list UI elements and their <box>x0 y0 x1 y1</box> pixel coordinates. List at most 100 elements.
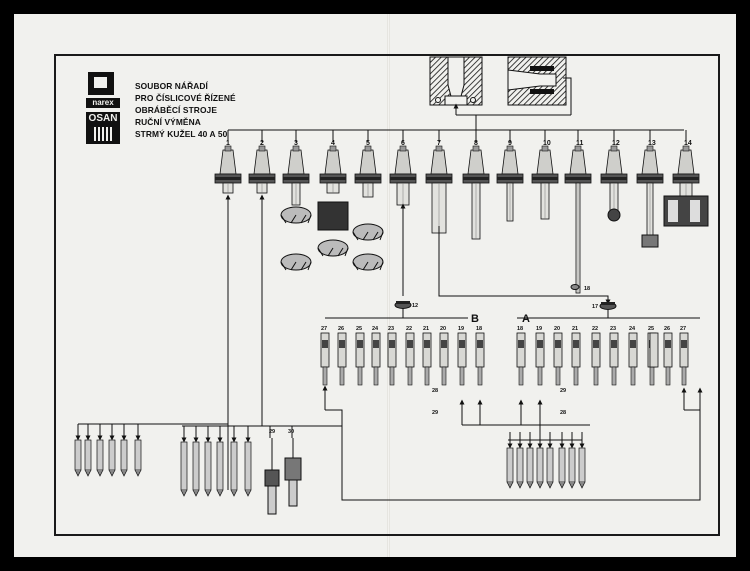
narex-wordmark: narex <box>86 98 120 108</box>
sleeve-number: 27 <box>321 326 327 332</box>
small-collet <box>570 284 580 290</box>
sleeve-number: 25 <box>356 326 362 332</box>
tool-sleeve <box>649 332 659 368</box>
sleeve-number: 26 <box>664 326 670 332</box>
drill-bit <box>74 424 82 477</box>
tool-holder <box>389 145 417 206</box>
holder-number: 11 <box>576 140 584 147</box>
tool-holder <box>354 145 382 198</box>
tool-sleeve <box>591 332 601 386</box>
milling-cutter <box>280 206 312 224</box>
label-drill-30: 30 <box>288 429 294 435</box>
sleeve-number: 25 <box>648 326 654 332</box>
end-mill <box>230 426 238 497</box>
tool-holder <box>496 145 524 222</box>
tool-sleeve <box>535 332 545 386</box>
tool-sleeve <box>320 332 330 386</box>
reamer <box>506 432 514 489</box>
sleeve-number: 18 <box>476 326 482 332</box>
reamer <box>536 432 544 489</box>
sleeve-number: 23 <box>388 326 394 332</box>
tool-holder <box>425 145 453 234</box>
reamer <box>526 432 534 489</box>
sleeve-number: 20 <box>554 326 560 332</box>
drill-bit <box>108 424 116 477</box>
tap-holder <box>284 438 302 507</box>
osan-emblem: OSAN <box>86 112 120 144</box>
sleeve-number: 21 <box>423 326 429 332</box>
tool-holder <box>282 145 310 206</box>
tool-sleeve <box>571 332 581 386</box>
label-a-28: 28 <box>560 410 566 416</box>
label-small-18: 18 <box>584 286 590 292</box>
drill-bit <box>134 424 142 477</box>
sleeve-number: 22 <box>592 326 598 332</box>
tool-holder <box>531 145 559 220</box>
tool-sleeve <box>405 332 415 386</box>
tool-sleeve <box>422 332 432 386</box>
label-a-29: 29 <box>560 388 566 394</box>
end-mill <box>204 426 212 497</box>
sleeve-number: 18 <box>517 326 523 332</box>
label-b-28: 28 <box>432 388 438 394</box>
title-line: OBRÁBĚCÍ STROJE <box>135 105 218 115</box>
reamer <box>558 432 566 489</box>
paper-fold <box>387 14 390 557</box>
holder-number: 7 <box>437 140 441 147</box>
tool-sleeve <box>457 332 467 386</box>
holder-number: 4 <box>331 140 335 147</box>
holder-number: 6 <box>401 140 405 147</box>
holder-number: 8 <box>474 140 478 147</box>
tool-holder <box>214 145 242 194</box>
holder-number: 12 <box>612 140 620 147</box>
sleeve-number: 24 <box>372 326 379 332</box>
tool-sleeve <box>516 332 526 386</box>
holder-number: 2 <box>260 140 264 147</box>
end-mill <box>180 426 188 497</box>
tool-holder <box>462 145 490 240</box>
tool-sleeve <box>628 332 638 386</box>
holder-number: 3 <box>294 140 298 147</box>
sleeve-number: 21 <box>572 326 578 332</box>
holder-number: 5 <box>366 140 370 147</box>
tool-sleeve <box>609 332 619 386</box>
spindle-section-vertical <box>429 56 483 106</box>
logo-block: narex OSAN <box>86 72 124 146</box>
osan-wordmark: OSAN <box>88 113 118 124</box>
adapter-b <box>394 301 412 309</box>
tool-holder <box>248 145 276 194</box>
sleeve-number: 26 <box>338 326 344 332</box>
tool-holder <box>600 145 628 222</box>
sleeve-number: 20 <box>440 326 446 332</box>
cutter-groups <box>74 201 586 515</box>
sleeve-number: 27 <box>680 326 686 332</box>
diagram-title: SOUBOR NÁŘADÍ PRO ČÍSLICOVÉ ŘÍZENÉ OBRÁB… <box>135 80 236 140</box>
narex-emblem <box>88 72 114 95</box>
tool-sleeve <box>663 332 673 386</box>
label-drill-29: 29 <box>269 429 275 435</box>
drill-bit <box>84 424 92 477</box>
holder-number: 10 <box>543 140 551 147</box>
tool-sleeve <box>371 332 381 386</box>
reamer <box>568 432 576 489</box>
group-a-label: A <box>522 313 530 325</box>
drill-bit <box>120 424 128 477</box>
end-mill <box>244 426 252 497</box>
tool-holder <box>636 145 664 248</box>
reamer <box>546 432 554 489</box>
holder-number: 14 <box>684 140 692 147</box>
face-mill <box>317 201 349 231</box>
tool-sleeve <box>355 332 365 386</box>
tool-sleeve <box>387 332 397 386</box>
spindle-section-horizontal <box>507 56 567 106</box>
adapter-b-label: 12 <box>412 303 418 309</box>
title-line: RUČNÍ VÝMĚNA <box>135 117 201 127</box>
holder-number: 9 <box>508 140 512 147</box>
sleeve-number: 24 <box>629 326 636 332</box>
end-mill <box>192 426 200 497</box>
tool-holder <box>564 145 592 294</box>
reamer <box>516 432 524 489</box>
